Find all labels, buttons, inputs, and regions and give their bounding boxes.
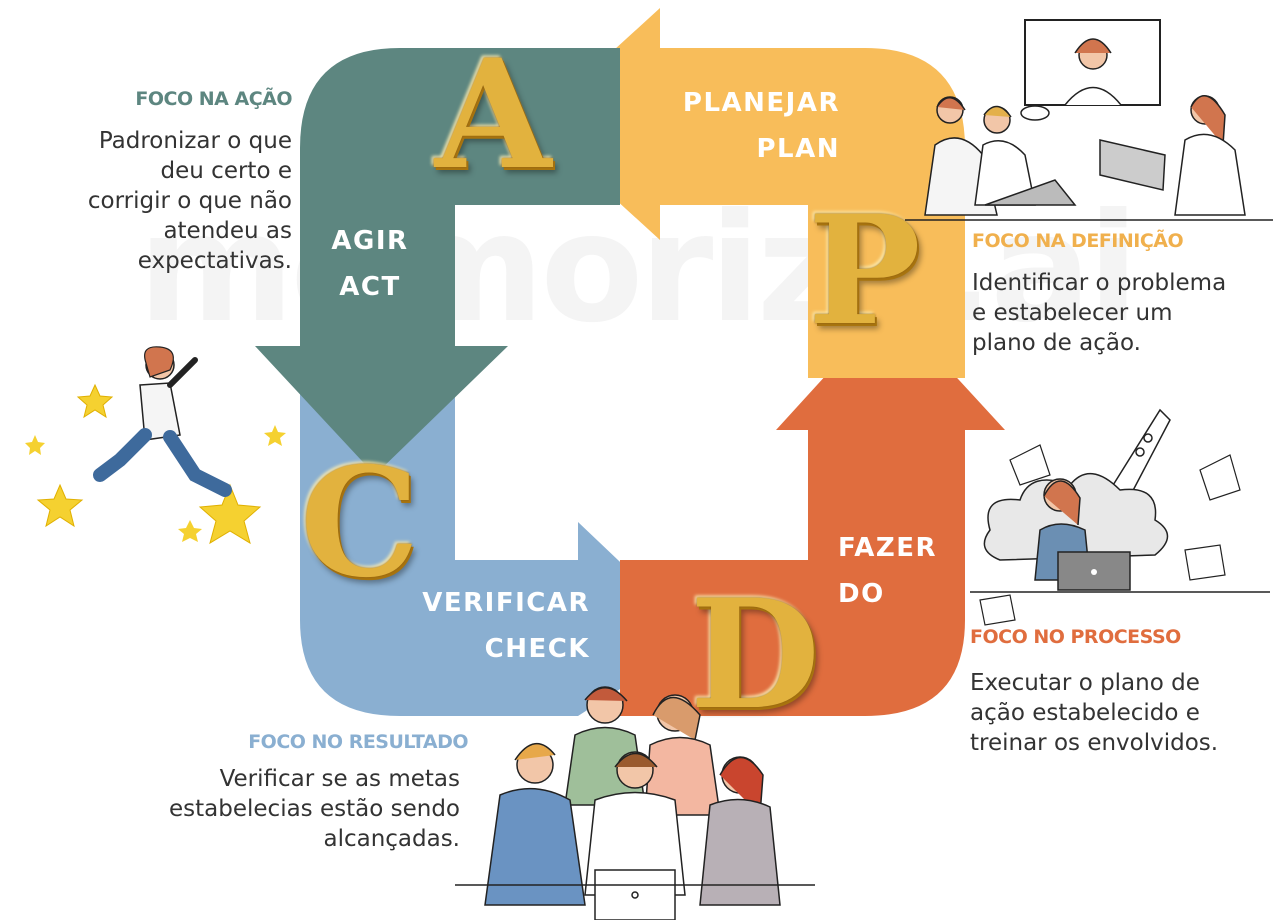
- rocket-launch-illustration: [970, 408, 1270, 626]
- letter-p-balloon: P: [808, 183, 921, 359]
- plan-segment: [533, 8, 965, 378]
- plan-callout-text: Identificar o problema e estabelecer um …: [972, 270, 1227, 356]
- check-segment: [300, 365, 700, 716]
- do-segment: [620, 305, 1005, 716]
- do-callout-text: Executar o plano de ação estabelecido e …: [970, 670, 1219, 756]
- letter-c-balloon: C: [300, 435, 420, 611]
- check-label: VERIFICAR CHECK: [422, 588, 590, 664]
- do-callout-heading: FOCO NO PROCESSO: [970, 626, 1181, 648]
- check-callout-text: Verificar se as metas estabelecias estão…: [169, 766, 460, 852]
- act-segment: [255, 48, 620, 475]
- jumping-stars-illustration: [25, 346, 286, 545]
- letter-a-balloon: A: [435, 27, 552, 203]
- do-label: FAZER DO: [838, 533, 938, 609]
- letter-d-balloon: D: [690, 567, 821, 743]
- plan-callout-heading: FOCO NA DEFINIÇÃO: [972, 230, 1184, 252]
- check-callout-heading: FOCO NO RESULTADO: [248, 731, 468, 753]
- plan-label: PLANEJAR PLAN: [682, 88, 840, 164]
- act-label: AGIR ACT: [331, 226, 409, 302]
- act-callout-heading: FOCO NA AÇÃO: [135, 88, 292, 110]
- act-callout-text: Padronizar o que deu certo e corrigir o …: [87, 128, 292, 274]
- team-celebrating-illustration: [455, 686, 815, 920]
- video-meeting-illustration: [905, 19, 1273, 221]
